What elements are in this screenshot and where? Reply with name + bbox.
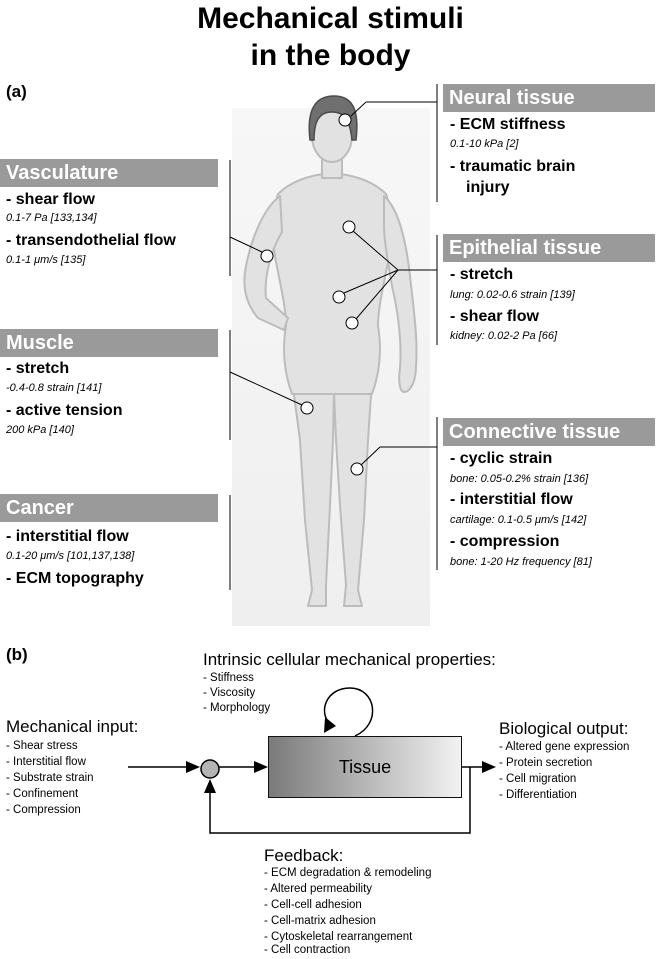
feedback-item-5: - Cytoskeletal rearrangement	[264, 931, 413, 943]
hair	[308, 95, 358, 141]
marker-epithelial-1	[342, 220, 356, 234]
marker-vasculature	[260, 249, 274, 263]
connector-lines	[229, 84, 438, 590]
connective-item-2: - interstitial flow	[450, 491, 573, 508]
input-item-5: - Compression	[6, 804, 81, 816]
epithelial-sub-2: kidney: 0.02-2 Pa [66]	[450, 330, 558, 342]
cancer-item-2: - ECM topography	[6, 570, 144, 587]
muscle-item-1: - stretch	[6, 360, 70, 377]
cancer-sub-1: 0.1-20 μm/s [101,137,138]	[6, 550, 135, 562]
epithelial-header: Epithelial tissue	[443, 234, 655, 262]
marker-epithelial-3	[345, 316, 359, 330]
output-item-3: - Cell migration	[499, 773, 577, 785]
feedback-diagram	[128, 687, 496, 834]
connective-item-3: - compression	[450, 533, 560, 550]
feedback-heading: Feedback:	[264, 846, 344, 865]
muscle-sub-1: -0.4-0.8 strain [141]	[6, 382, 102, 394]
input-heading: Mechanical input:	[6, 717, 139, 736]
output-item-4: - Differentiation	[499, 789, 577, 801]
epithelial-connector-3	[355, 269, 399, 320]
epithelial-item-1: - stretch	[450, 266, 514, 283]
title-line-1: Mechanical stimuli	[197, 2, 464, 35]
tissue-label: Tissue	[338, 757, 392, 777]
feedback-loop-line	[209, 767, 471, 834]
neural-sub-1: 0.1-10 kPa [2]	[450, 138, 519, 150]
epithelial-item-2: - shear flow	[450, 308, 539, 325]
cancer-item-1: - interstitial flow	[6, 528, 129, 545]
vasculature-header: Vasculature	[0, 159, 218, 187]
vasculature-item-1: - shear flow	[6, 191, 95, 208]
epithelial-connector-2	[343, 269, 399, 294]
tissue-box: Tissue	[268, 736, 462, 798]
neural-header: Neural tissue	[443, 84, 655, 112]
output-arrowhead	[482, 761, 496, 773]
epithelial-sub-1: lung: 0.02-0.6 strain [139]	[450, 289, 575, 301]
connective-connector-d	[360, 446, 381, 466]
vasculature-item-2: - transendothelial flow	[6, 232, 176, 249]
vasculature-connector	[229, 236, 263, 253]
right-arm	[383, 195, 418, 393]
neural-item-2: - traumatic brain	[450, 158, 576, 175]
output-item-1: - Altered gene expression	[499, 741, 630, 753]
intrinsic-item-2: - Viscosity	[203, 687, 256, 699]
feedback-item-3: - Cell-cell adhesion	[264, 899, 362, 911]
connective-sub-2: cartilage: 0.1-0.5 μm/s [142]	[450, 514, 587, 526]
input-item-3: - Substrate strain	[6, 772, 94, 784]
feedback-item-6: - Cell contraction	[264, 944, 351, 956]
human-figure	[243, 109, 418, 607]
neural-item-3: injury	[466, 179, 510, 196]
marker-muscle	[300, 401, 314, 415]
title-line-2: in the body	[250, 39, 411, 72]
summing-junction	[200, 759, 220, 779]
panel-label-a: (a)	[6, 82, 27, 101]
page-title: Mechanical stimuli in the body	[0, 0, 661, 74]
connective-item-1: - cyclic strain	[450, 450, 553, 467]
input-item-4: - Confinement	[6, 788, 79, 800]
muscle-header: Muscle	[0, 329, 218, 357]
neural-connector-d	[350, 101, 367, 117]
output-heading: Biological output:	[499, 719, 629, 738]
self-loop-arrowhead	[324, 717, 336, 733]
self-loop-arc	[323, 687, 374, 737]
left-leg	[291, 379, 335, 607]
tissue-arrowhead	[254, 761, 268, 773]
marker-connective	[350, 462, 364, 476]
cancer-header: Cancer	[0, 494, 218, 522]
marker-circles	[260, 113, 364, 476]
feedback-arrowhead	[204, 779, 216, 793]
input-item-2: - Interstitial flow	[6, 756, 86, 768]
intrinsic-item-3: - Morphology	[203, 702, 271, 714]
muscle-item-2: - active tension	[6, 402, 123, 419]
vasculature-sub-2: 0.1-1 μm/s [135]	[6, 254, 86, 266]
input-item-1: - Shear stress	[6, 740, 78, 752]
panel-label-b: (b)	[6, 645, 28, 664]
epithelial-connector-1	[352, 230, 399, 271]
feedback-item-2: - Altered permeability	[264, 883, 373, 895]
torso	[271, 172, 393, 395]
muscle-connector	[229, 371, 303, 406]
marker-epithelial-2	[332, 290, 346, 304]
feedback-item-4: - Cell-matrix adhesion	[264, 915, 376, 927]
muscle-sub-2: 200 kPa [140]	[6, 424, 74, 436]
connective-header: Connective tissue	[443, 418, 655, 446]
right-leg	[333, 379, 373, 607]
marker-neural	[338, 113, 352, 127]
output-item-2: - Protein secretion	[499, 757, 593, 769]
neural-item-1: - ECM stiffness	[450, 116, 566, 133]
intrinsic-heading: Intrinsic cellular mechanical properties…	[203, 650, 496, 669]
feedback-item-1: - ECM degradation & remodeling	[264, 867, 432, 879]
intrinsic-item-1: - Stiffness	[203, 672, 254, 684]
vasculature-sub-1: 0.1-7 Pa [133,134]	[6, 212, 97, 224]
left-arm	[243, 195, 289, 331]
connective-sub-1: bone: 0.05-0.2% strain [136]	[450, 473, 589, 485]
connective-sub-3: bone: 1-20 Hz frequency [81]	[450, 556, 592, 568]
input-arrowhead	[186, 761, 200, 773]
